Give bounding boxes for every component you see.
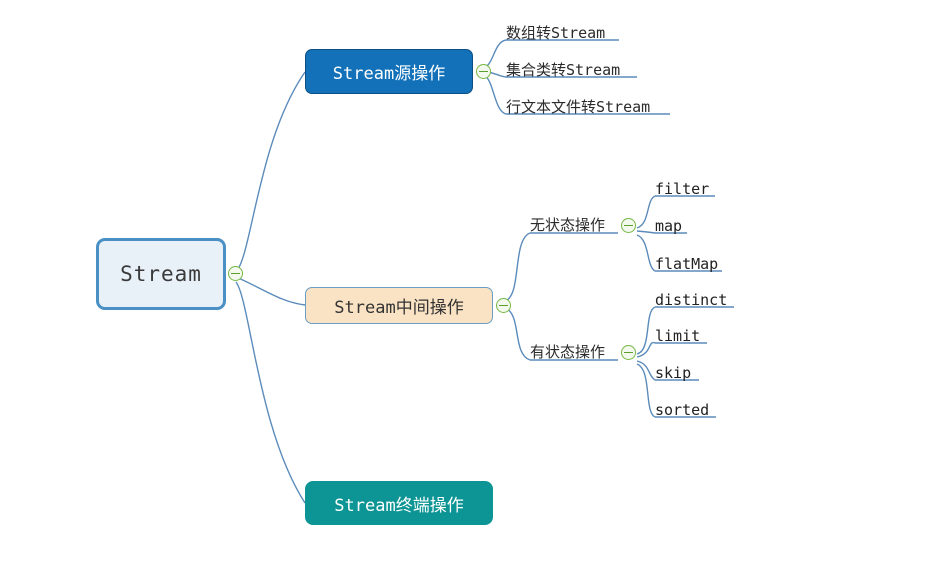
node-flatmap[interactable]: flatMap	[655, 255, 719, 273]
link-root-source	[235, 71, 306, 273]
node-map[interactable]: map	[655, 217, 683, 235]
link-source-child-3	[483, 74, 507, 115]
link-root-middle	[235, 276, 306, 306]
node-stream-intermediate-operations[interactable]: Stream中间操作	[305, 287, 493, 324]
node-distinct[interactable]: distinct	[655, 291, 728, 309]
collapse-toggle-icon-stateful[interactable]	[621, 345, 636, 360]
link-root-terminal	[235, 281, 306, 504]
link-stateful-skip	[636, 360, 656, 381]
node-stream-terminal-operations[interactable]: Stream终端操作	[305, 481, 493, 525]
node-filter[interactable]: filter	[655, 180, 710, 198]
node-stateless-operations[interactable]: 无状态操作	[530, 216, 606, 234]
collapse-toggle-icon-stateless[interactable]	[621, 218, 636, 233]
link-source-child-1	[483, 39, 507, 69]
link-middle-stateless	[504, 232, 531, 302]
link-stateful-sorted	[636, 363, 656, 418]
node-textfile-lines-to-stream[interactable]: 行文本文件转Stream	[506, 98, 651, 116]
node-stream-source-operations[interactable]: Stream源操作	[305, 49, 473, 94]
collapse-toggle-icon-middle[interactable]	[496, 298, 511, 313]
node-stateful-operations[interactable]: 有状态操作	[530, 343, 606, 361]
node-skip[interactable]: skip	[655, 364, 692, 382]
collapse-toggle-icon-source[interactable]	[476, 64, 491, 79]
link-stateful-distinct	[636, 306, 656, 355]
node-array-to-stream[interactable]: 数组转Stream	[506, 24, 606, 42]
collapse-toggle-icon-root[interactable]	[228, 266, 243, 281]
link-stateful-limit	[636, 341, 656, 358]
link-stateless-filter	[636, 195, 656, 229]
node-sorted[interactable]: sorted	[655, 401, 710, 419]
node-limit[interactable]: limit	[655, 327, 701, 345]
node-root[interactable]: Stream	[96, 238, 226, 310]
link-middle-stateful	[504, 307, 531, 361]
node-collection-to-stream[interactable]: 集合类转Stream	[506, 61, 621, 79]
link-stateless-map	[636, 230, 656, 234]
link-stateless-flatmap	[636, 234, 656, 272]
